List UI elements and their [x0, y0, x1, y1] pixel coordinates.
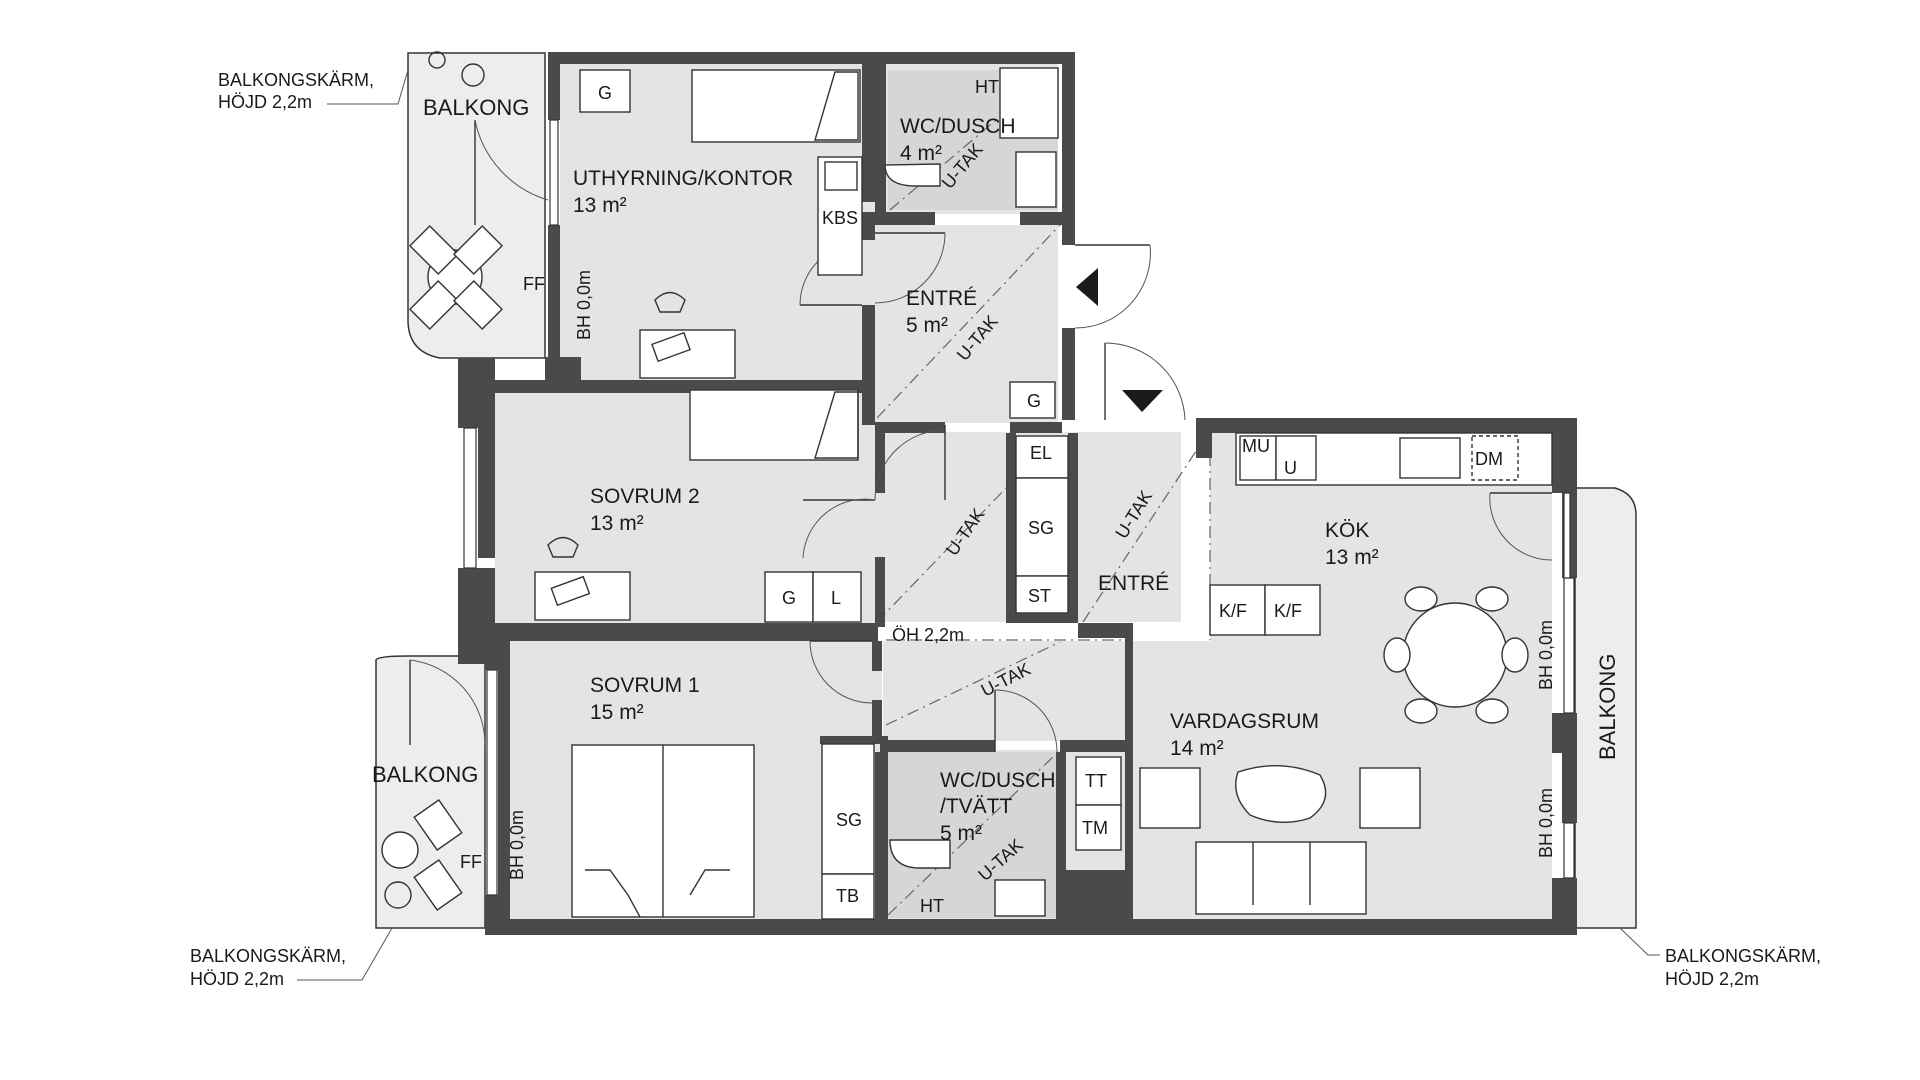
appliance-tt: TT	[1085, 771, 1107, 791]
balcony-right	[1574, 487, 1637, 929]
appliance-sg-sov1: SG	[836, 810, 862, 830]
appliance-ht-wc2: HT	[920, 896, 944, 916]
room-area-entre1: 5 m²	[906, 314, 948, 337]
appliance-kbs: KBS	[822, 208, 858, 228]
screen-note-br-2: HÖJD 2,2m	[1665, 969, 1759, 989]
room-area-uthyrning: 13 m²	[573, 194, 627, 217]
appliance-mu: MU	[1242, 436, 1270, 456]
appliance-kf-1: K/F	[1219, 601, 1247, 621]
windows	[463, 119, 1575, 896]
appliance-el: EL	[1030, 443, 1052, 463]
bh-note-3: BH 0,0m	[1536, 620, 1556, 690]
room-name-wc2: WC/DUSCH	[940, 769, 1056, 792]
appliance-labels: G HT KBS G G G L EL SG ST MU U DM K/F K/…	[598, 77, 1503, 916]
entrance-arrow-icon	[1076, 268, 1098, 306]
room-name-sovrum2: SOVRUM 2	[590, 485, 700, 508]
room-name2-wc2: /TVÄTT	[940, 795, 1013, 818]
screen-note-br-1: BALKONGSKÄRM,	[1665, 946, 1821, 966]
room-name-kok: KÖK	[1325, 519, 1369, 542]
appliance-st: ST	[1028, 586, 1051, 606]
appliance-l-sov2: L	[831, 588, 841, 608]
room-name-entre2: ENTRÉ	[1098, 572, 1169, 595]
room-name-uthyrning: UTHYRNING/KONTOR	[573, 167, 793, 190]
room-area-wc1: 4 m²	[900, 142, 942, 165]
screen-note-bl-1: BALKONGSKÄRM,	[190, 946, 346, 966]
ff-note-2: FF	[460, 852, 482, 872]
appliance-g-sov2: G	[782, 588, 796, 608]
bh-note-2: BH 0,0m	[507, 810, 527, 880]
entrance-arrow-icon	[1122, 390, 1163, 412]
leader-lines	[297, 69, 1660, 981]
appliance-g-office: G	[598, 83, 612, 103]
room-name-wc1: WC/DUSCH	[900, 115, 1016, 138]
bh-note-4: BH 0,0m	[1536, 788, 1556, 858]
balcony-label-right: BALKONG	[1595, 654, 1620, 760]
balcony-label-bottom-left: BALKONG	[372, 762, 478, 787]
screen-note-tl-1: BALKONGSKÄRM,	[218, 70, 374, 90]
ff-note-1: FF	[523, 274, 545, 294]
appliance-kf-2: K/F	[1274, 601, 1302, 621]
screen-note-bl-2: HÖJD 2,2m	[190, 969, 284, 989]
room-area-sovrum1: 15 m²	[590, 701, 644, 724]
appliance-ht-wc1: HT	[975, 77, 999, 97]
balcony-labels: BALKONG BALKONG BALKONG	[372, 95, 1620, 787]
room-name-vardagsrum: VARDAGSRUM	[1170, 710, 1319, 733]
balcony-label-top-left: BALKONG	[423, 95, 529, 120]
oh-note: ÖH 2,2m	[892, 625, 964, 645]
appliance-g-entre-box: G	[1027, 391, 1041, 411]
room-area-sovrum2: 13 m²	[590, 512, 644, 535]
screen-note-tl-2: HÖJD 2,2m	[218, 92, 312, 112]
room-name-entre1: ENTRÉ	[906, 287, 977, 310]
appliance-u: U	[1284, 458, 1297, 478]
appliance-sg-hall: SG	[1028, 518, 1054, 538]
room-area-wc2: 5 m²	[940, 822, 982, 845]
doors	[409, 119, 1553, 753]
room-labels: UTHYRNING/KONTOR 13 m² WC/DUSCH 4 m² ENT…	[573, 115, 1379, 845]
room-area-vardagsrum: 14 m²	[1170, 737, 1224, 760]
appliance-tm: TM	[1082, 818, 1108, 838]
walls	[458, 52, 1577, 935]
room-area-kok: 13 m²	[1325, 546, 1379, 569]
appliance-tb: TB	[836, 886, 859, 906]
room-name-sovrum1: SOVRUM 1	[590, 674, 700, 697]
furniture	[381, 51, 1553, 920]
bh-note-1: BH 0,0m	[574, 270, 594, 340]
appliance-dm: DM	[1475, 449, 1503, 469]
